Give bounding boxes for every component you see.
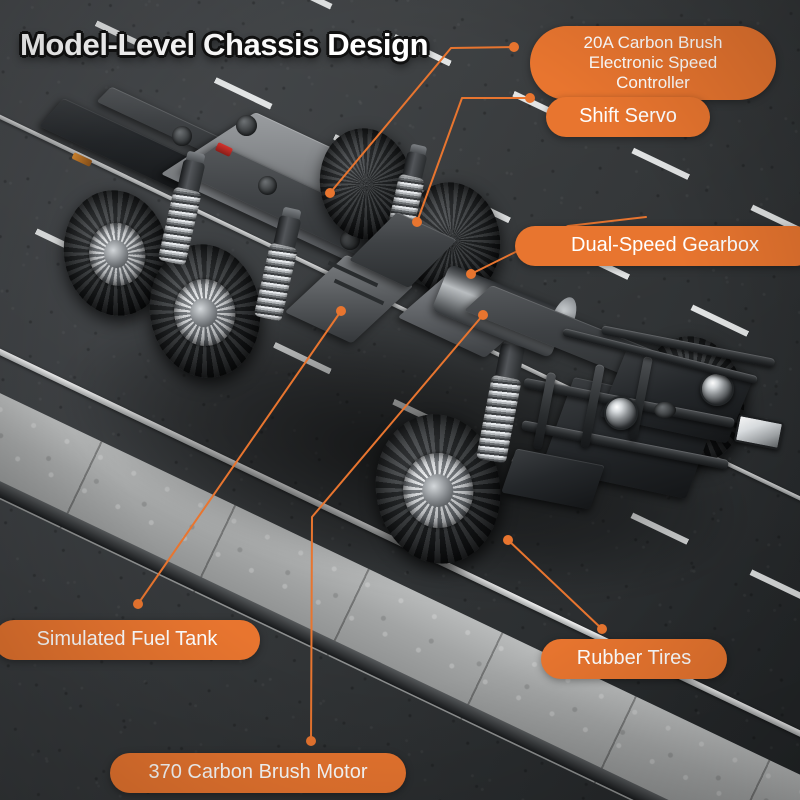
- winch-fairlead: [654, 402, 676, 418]
- callout-badge-dual-speed-gearbox[interactable]: Dual-Speed Gearbox: [515, 226, 800, 266]
- callout-badge-shift-servo[interactable]: Shift Servo: [546, 97, 710, 137]
- callout-badge-rubber-tires[interactable]: Rubber Tires: [541, 639, 727, 679]
- rear-marker-light: [71, 152, 93, 167]
- spotlight-left: [604, 396, 638, 430]
- callout-badge-simulated-fuel-tank[interactable]: Simulated Fuel Tank: [0, 620, 260, 660]
- callout-badge-carbon-brush-motor[interactable]: 370 Carbon Brush Motor: [110, 753, 406, 793]
- body-post-2: [236, 115, 257, 136]
- page-title: Model-Level Chassis Design: [20, 27, 429, 62]
- callout-badge-esc[interactable]: 20A Carbon Brush Electronic Speed Contro…: [530, 26, 776, 101]
- body-post-1: [172, 126, 192, 146]
- body-post-3: [258, 176, 277, 195]
- spotlight-right: [700, 372, 734, 406]
